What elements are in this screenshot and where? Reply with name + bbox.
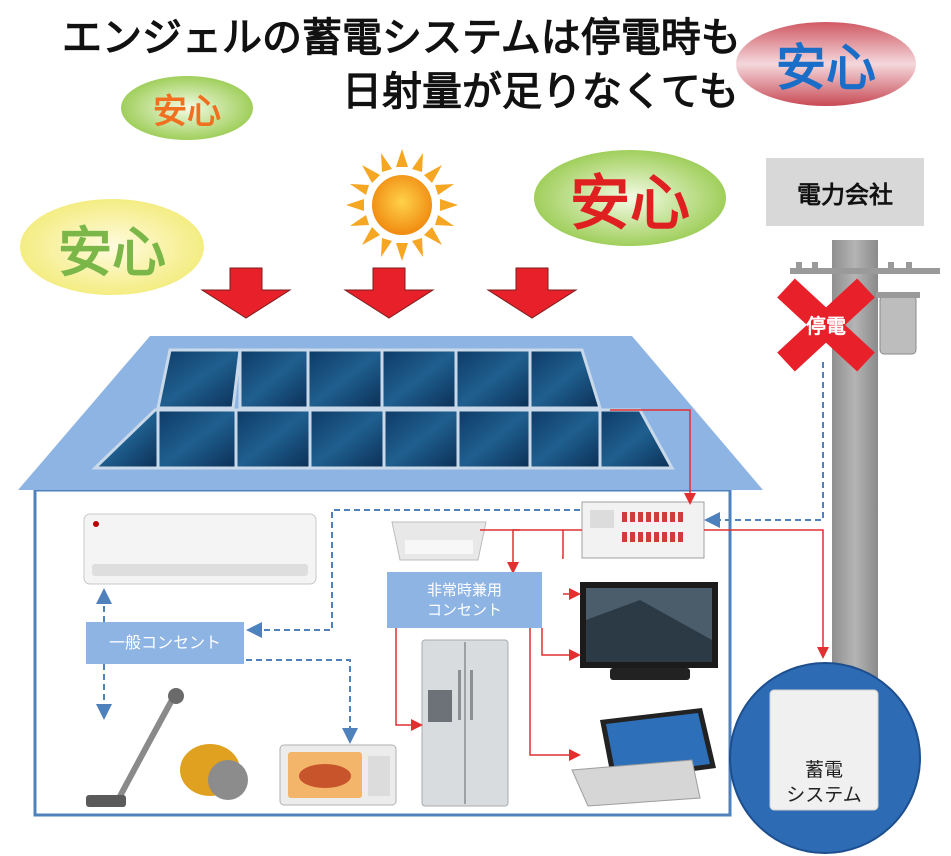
tv-icon xyxy=(580,582,718,680)
ceiling-light-icon xyxy=(391,521,487,561)
utility-pole-icon xyxy=(790,240,940,680)
power-lines-blue xyxy=(96,362,824,744)
badge-mid-right: 安心 xyxy=(570,168,690,239)
sun-icon xyxy=(346,149,458,261)
breaker-panel-icon xyxy=(581,501,705,559)
emergency-outlet-line-2: コンセント xyxy=(426,601,502,619)
company-label-bg xyxy=(766,158,924,226)
microwave-icon xyxy=(279,744,397,806)
general-outlet-label: 一般コンセント xyxy=(86,622,244,664)
refrigerator-icon xyxy=(421,639,509,807)
power-lines-red xyxy=(395,409,829,761)
outage-label: 停電 xyxy=(806,314,846,338)
battery-label: 蓄電 システム xyxy=(770,758,878,807)
outage-x-icon xyxy=(777,278,875,372)
down-arrow-icon xyxy=(200,267,578,319)
badge-top-left-bg xyxy=(121,76,253,140)
emergency-outlet-line-1: 非常時兼用 xyxy=(426,580,502,599)
badge-left: 安心 xyxy=(58,220,166,284)
badge-left-bg xyxy=(20,199,204,295)
badge-top-right-bg xyxy=(736,22,916,106)
battery-label-line-1: 蓄電 xyxy=(804,759,843,781)
battery-unit-icon xyxy=(769,689,879,811)
air-conditioner-icon xyxy=(83,513,317,585)
headline-line-1: エンジェルの蓄電システムは停電時も xyxy=(62,15,741,61)
vacuum-icon xyxy=(86,688,248,807)
badge-top-right: 安心 xyxy=(776,39,876,97)
badge-mid-right-bg xyxy=(534,150,726,246)
emergency-outlet-label: 非常時兼用 コンセント xyxy=(387,572,542,628)
badge-top-left: 安心 xyxy=(153,91,221,132)
headline-line-2: 日射量が足りなくても xyxy=(342,69,739,115)
battery-label-line-2: システム xyxy=(786,783,862,806)
tablet-icon xyxy=(571,708,716,807)
solar-panel-icon xyxy=(91,348,675,470)
company-label: 電力会社 xyxy=(797,180,893,209)
